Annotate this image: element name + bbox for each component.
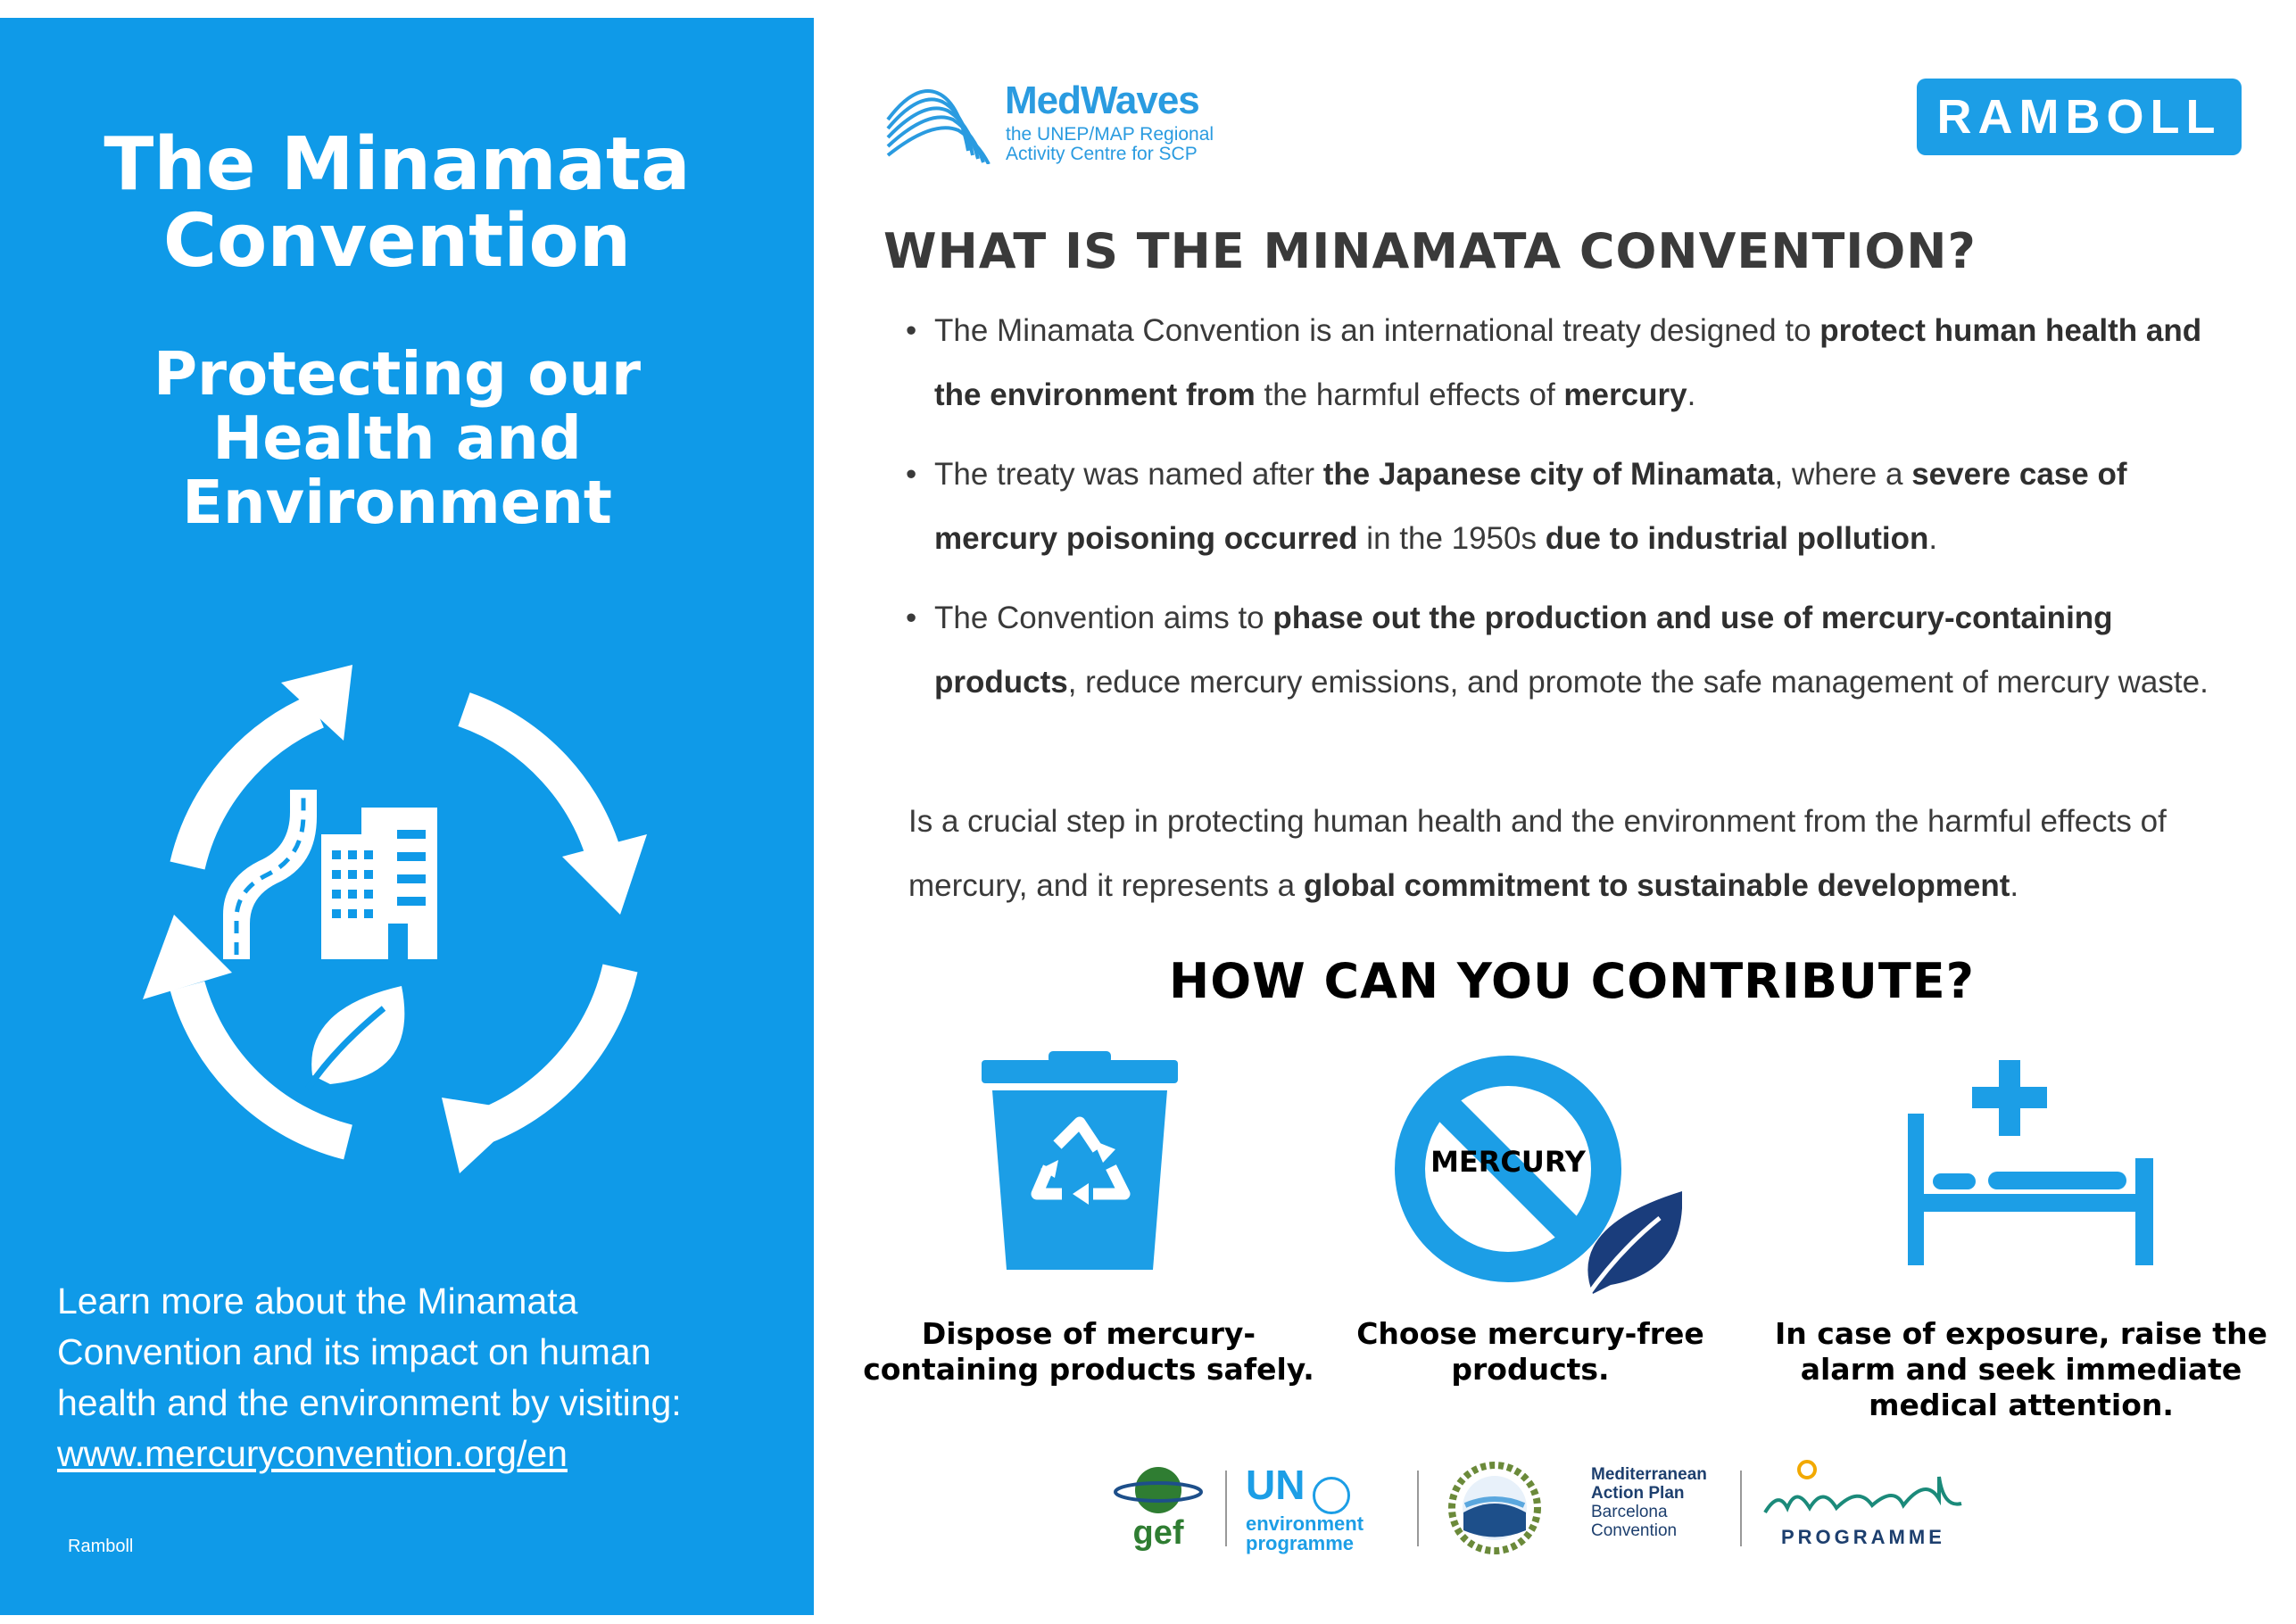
summary-bold: global commitment to sustainable develop… bbox=[1303, 868, 2010, 903]
bullet-3-bold-a: phase out the production and use of merc… bbox=[934, 601, 2113, 700]
bullet-3-text-a: The Convention aims to bbox=[934, 601, 1273, 635]
learn-line-3: health and the environment by visiting: bbox=[57, 1382, 682, 1423]
learn-line-2: Convention and its impact on human bbox=[57, 1331, 651, 1372]
map-line-4: Convention bbox=[1591, 1521, 1678, 1540]
map-line-1: Mediterranean bbox=[1591, 1465, 1707, 1484]
exposure-caption-3: medical attention. bbox=[1869, 1388, 2174, 1422]
medwaves-logo: MedWaves the UNEP/MAP Regional Activity … bbox=[883, 79, 1258, 168]
bullet-1-text-b: the harmful effects of bbox=[1255, 377, 1564, 412]
bullet-2-text-d: . bbox=[1928, 521, 1938, 556]
bullet-3-text-b: , reduce mercury emissions, and promote … bbox=[1067, 665, 2209, 700]
summary-text-b: . bbox=[2010, 868, 2019, 903]
partner-separator-1 bbox=[1225, 1471, 1227, 1546]
dispose-caption: Dispose of mercury- containing products … bbox=[857, 1316, 1321, 1388]
dispose-caption-1: Dispose of mercury- bbox=[921, 1316, 1256, 1351]
medwaves-waves-icon bbox=[886, 89, 991, 164]
map-line-2: Action Plan bbox=[1591, 1484, 1685, 1503]
subtitle-line-3: Environment bbox=[182, 468, 612, 537]
un-globe-icon bbox=[1312, 1476, 1350, 1514]
bullet-2-text-a: The treaty was named after bbox=[934, 457, 1323, 492]
un-label: UN bbox=[1246, 1462, 1305, 1508]
dispose-caption-2: containing products safely. bbox=[863, 1352, 1314, 1387]
bullet-1-bold-a: protect human health and the environment… bbox=[934, 313, 2202, 412]
bullet-1-text-c: . bbox=[1687, 377, 1696, 412]
bullet-2-bold-b: severe case of mercury poisoning occurre… bbox=[934, 457, 2127, 556]
gef-label: gef bbox=[1133, 1514, 1184, 1551]
med-programme-icon bbox=[1763, 1460, 1962, 1514]
bullet-3: The Convention aims to phase out the pro… bbox=[906, 586, 2244, 715]
gef-logo-icon: gef bbox=[1114, 1467, 1203, 1551]
mercury-free-caption: Choose mercury-free products. bbox=[1307, 1316, 1753, 1388]
un-environment-logo: UN environment programme bbox=[1246, 1463, 1364, 1554]
medwaves-sub-2: Activity Centre for SCP bbox=[1006, 144, 1198, 164]
medwaves-name: MedWaves bbox=[1005, 79, 1200, 122]
exposure-caption-2: alarm and seek immediate bbox=[1800, 1352, 2242, 1387]
partner-separator-3 bbox=[1740, 1471, 1742, 1546]
exposure-caption: In case of exposure, raise the alarm and… bbox=[1753, 1316, 2289, 1423]
map-wreath-icon bbox=[1448, 1462, 1541, 1554]
medwaves-sub-1: the UNEP/MAP Regional bbox=[1006, 124, 1214, 145]
subtitle-line-1: Protecting our bbox=[153, 339, 642, 409]
ramboll-logo: RAMBOLL bbox=[1917, 79, 2242, 155]
medwaves-subtitle: the UNEP/MAP Regional Activity Centre fo… bbox=[1006, 125, 1214, 164]
map-text: Mediterranean Action Plan Barcelona Conv… bbox=[1591, 1465, 1707, 1540]
mercury-free-caption-1: Choose mercury-free bbox=[1356, 1316, 1704, 1351]
mercury-free-caption-2: products. bbox=[1451, 1352, 1610, 1387]
partner-logos: gef UN environment programme Mediterrane… bbox=[1114, 1454, 2006, 1562]
learn-more-text: Learn more about the Minamata Convention… bbox=[57, 1276, 789, 1479]
left-panel: The Minamata Convention Protecting our H… bbox=[0, 18, 814, 1615]
un-sub-2: programme bbox=[1246, 1531, 1355, 1554]
bullet-1-text-a: The Minamata Convention is an internatio… bbox=[934, 313, 1820, 348]
exposure-caption-1: In case of exposure, raise the bbox=[1775, 1316, 2267, 1351]
bullet-2-bold-c: due to industrial pollution bbox=[1545, 521, 1929, 556]
bullet-2: The treaty was named after the Japanese … bbox=[906, 443, 2244, 571]
bullet-1: The Minamata Convention is an internatio… bbox=[906, 299, 2244, 427]
bullet-2-bold-a: the Japanese city of Minamata bbox=[1322, 457, 1775, 492]
contribute-heading: HOW CAN YOU CONTRIBUTE? bbox=[1169, 953, 1975, 1009]
subtitle-line-2: Health and bbox=[212, 403, 582, 473]
partner-separator-2 bbox=[1417, 1471, 1419, 1546]
recycle-bin-icon bbox=[982, 1051, 1178, 1270]
title-line-1: The Minamata bbox=[104, 122, 691, 207]
med-programme-label: PROGRAMME bbox=[1781, 1526, 1945, 1548]
bullet-2-text-c: in the 1950s bbox=[1357, 521, 1546, 556]
subtitle: Protecting our Health and Environment bbox=[0, 342, 794, 534]
convention-link[interactable]: www.mercuryconvention.org/en bbox=[57, 1433, 568, 1474]
summary-paragraph: Is a crucial step in protecting human he… bbox=[908, 790, 2256, 918]
medical-bed-icon bbox=[1908, 1060, 2153, 1265]
map-line-3: Barcelona bbox=[1591, 1503, 1668, 1521]
mercury-label: MERCURY bbox=[1430, 1145, 1587, 1179]
what-heading: WHAT IS THE MINAMATA CONVENTION? bbox=[883, 223, 1977, 279]
un-sub-1: environment bbox=[1246, 1512, 1364, 1535]
convention-bullets: The Minamata Convention is an internatio… bbox=[906, 299, 2244, 730]
main-title: The Minamata Convention bbox=[0, 127, 794, 280]
bullet-2-text-b: , where a bbox=[1774, 457, 1912, 492]
summary-text-a: Is a crucial step in protecting human he… bbox=[908, 804, 2167, 903]
sustainability-cycle-icon bbox=[143, 665, 647, 1173]
footer-credit: Ramboll bbox=[68, 1537, 134, 1556]
title-line-2: Convention bbox=[162, 199, 632, 284]
learn-line-1: Learn more about the Minamata bbox=[57, 1280, 578, 1322]
no-mercury-icon: MERCURY bbox=[1395, 1056, 1682, 1298]
bullet-1-bold-b: mercury bbox=[1563, 377, 1687, 412]
